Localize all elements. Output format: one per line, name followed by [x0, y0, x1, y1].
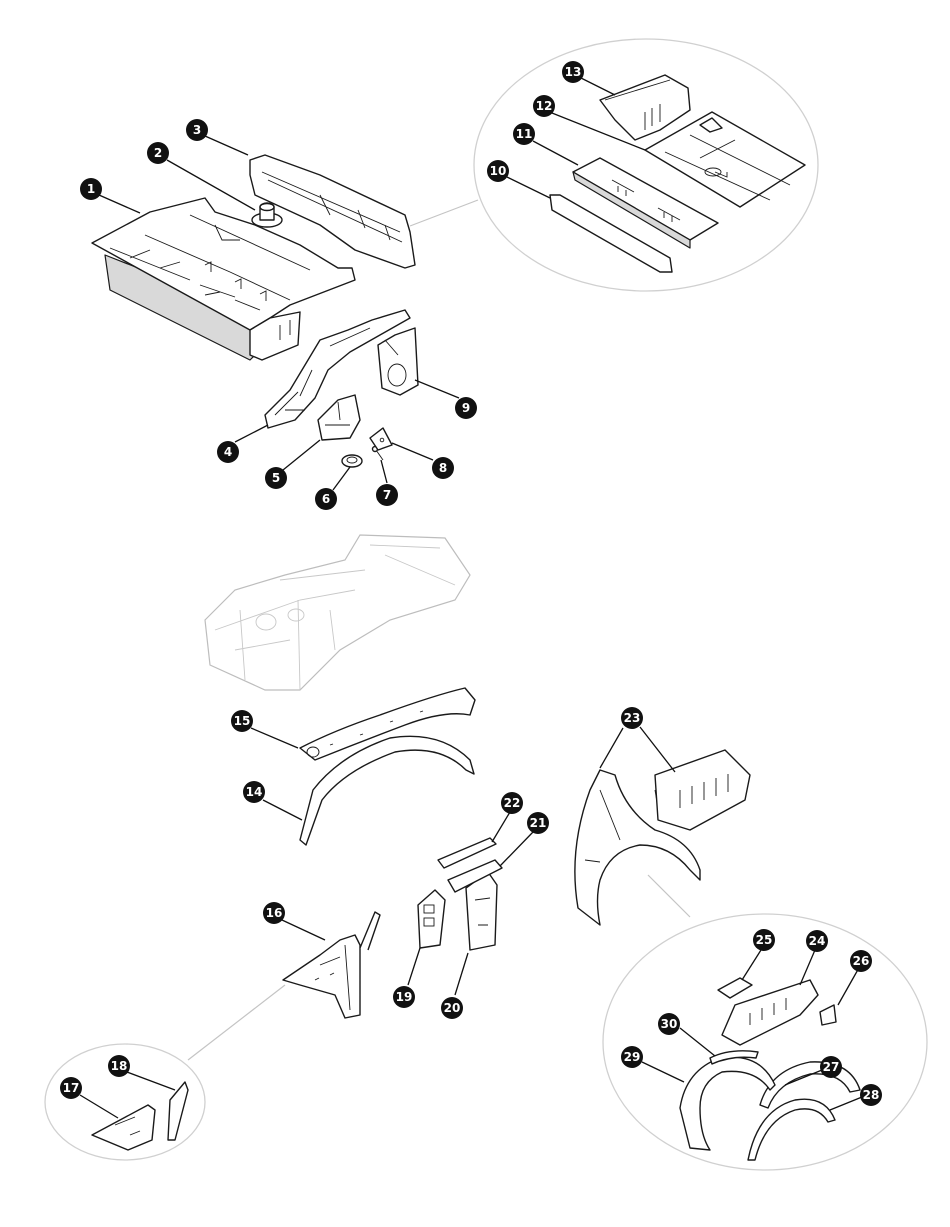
callout-21-label: 21: [530, 816, 547, 830]
callout-2-label: 2: [154, 146, 162, 160]
floor-half-panel-part: [572, 157, 719, 249]
callout-6-label: 6: [322, 492, 330, 506]
inset-bracket-detail: [44, 1043, 206, 1161]
pillar-panel-part: [417, 889, 446, 949]
callout-10: 10: [487, 160, 509, 182]
callout-12: 12: [533, 95, 555, 117]
callout-7: 7: [376, 484, 398, 506]
callout-11: 11: [513, 123, 535, 145]
callout-29-label: 29: [624, 1050, 641, 1064]
callout-28: 28: [860, 1084, 882, 1106]
sill-strip-part: [549, 194, 673, 273]
bracket-part: [317, 394, 361, 441]
callout-3-label: 3: [193, 123, 201, 137]
callout-4: 4: [217, 441, 239, 463]
callout-15: 15: [231, 710, 253, 732]
callout-26-label: 26: [853, 954, 870, 968]
callout-16: 16: [263, 902, 285, 924]
callout-19-label: 19: [396, 990, 413, 1004]
callout-22-label: 22: [504, 796, 521, 810]
b-post-bracket-part: [282, 911, 381, 1019]
callout-13-label: 13: [565, 65, 582, 79]
callout-19: 19: [393, 986, 415, 1008]
cross-member-part: [599, 74, 691, 141]
callout-5-label: 5: [272, 471, 280, 485]
callout-2: 2: [147, 142, 169, 164]
callout-7-label: 7: [383, 488, 391, 502]
rear-arch-assembly-part: [574, 749, 751, 926]
callout-8-label: 8: [439, 461, 447, 475]
callout-1-label: 1: [87, 182, 95, 196]
callout-23: 23: [621, 707, 643, 729]
callout-24: 24: [806, 930, 828, 952]
callout-27-label: 27: [823, 1060, 840, 1074]
callout-15-label: 15: [234, 714, 251, 728]
inset-wheelarch-pointer: [647, 874, 691, 918]
callout-25-label: 25: [756, 933, 773, 947]
callout-12-label: 12: [536, 99, 553, 113]
gusset-part: [91, 1104, 156, 1151]
callout-5: 5: [265, 467, 287, 489]
callout-28-label: 28: [863, 1088, 880, 1102]
callout-20-label: 20: [444, 1001, 461, 1015]
corner-plate-part: [819, 1004, 837, 1026]
upper-rail-part: [447, 859, 503, 893]
callout-30-label: 30: [661, 1017, 678, 1031]
floor-pan-part: [91, 197, 356, 361]
callout-9: 9: [455, 397, 477, 419]
inset-bracket-pointer: [187, 984, 286, 1061]
callout-24-label: 24: [809, 934, 826, 948]
callout-4-label: 4: [224, 445, 232, 459]
callout-14: 14: [243, 781, 265, 803]
callout-25: 25: [753, 929, 775, 951]
callout-23-label: 23: [624, 711, 641, 725]
callout-17: 17: [60, 1077, 82, 1099]
callout-18: 18: [108, 1055, 130, 1077]
inner-wing-panel-part: [721, 979, 819, 1046]
callout-1: 1: [80, 178, 102, 200]
floor-sill-part: [249, 154, 416, 269]
arch-lip-part: [747, 1098, 836, 1161]
callout-10-label: 10: [490, 164, 507, 178]
callout-29: 29: [621, 1046, 643, 1068]
callout-16-label: 16: [266, 906, 283, 920]
callout-8: 8: [432, 457, 454, 479]
leader-lines: [79, 77, 863, 1119]
callout-11-label: 11: [516, 127, 533, 141]
rail-part: [264, 309, 411, 429]
inner-arch-rail-part: [299, 687, 476, 761]
body-shell-ghost: [204, 534, 471, 691]
callout-17-label: 17: [63, 1081, 80, 1095]
callout-21: 21: [527, 812, 549, 834]
grommet-part: [251, 202, 283, 228]
top-rail-part: [437, 837, 497, 869]
callout-20: 20: [441, 997, 463, 1019]
callout-13: 13: [562, 61, 584, 83]
inset-wheelarch-detail: [602, 913, 928, 1171]
callout-6: 6: [315, 488, 337, 510]
plate-part: [369, 427, 393, 451]
small-bracket-part: [717, 977, 753, 999]
callout-14-label: 14: [246, 785, 263, 799]
callout-22: 22: [501, 792, 523, 814]
outer-arch-rail-part: [299, 735, 475, 846]
callout-3: 3: [186, 119, 208, 141]
inset-floor-pointer: [409, 199, 479, 227]
stiffener-part: [167, 1081, 189, 1141]
end-panel-part: [377, 327, 419, 396]
callout-26: 26: [850, 950, 872, 972]
callout-18-label: 18: [111, 1059, 128, 1073]
callout-27: 27: [820, 1056, 842, 1078]
arch-strip-part: [709, 1050, 759, 1065]
callout-9-label: 9: [462, 401, 470, 415]
rear-floor-panel-part: [644, 111, 806, 208]
inset-floor-detail: [473, 38, 819, 292]
callout-30: 30: [658, 1013, 680, 1035]
cap-part: [341, 454, 363, 468]
